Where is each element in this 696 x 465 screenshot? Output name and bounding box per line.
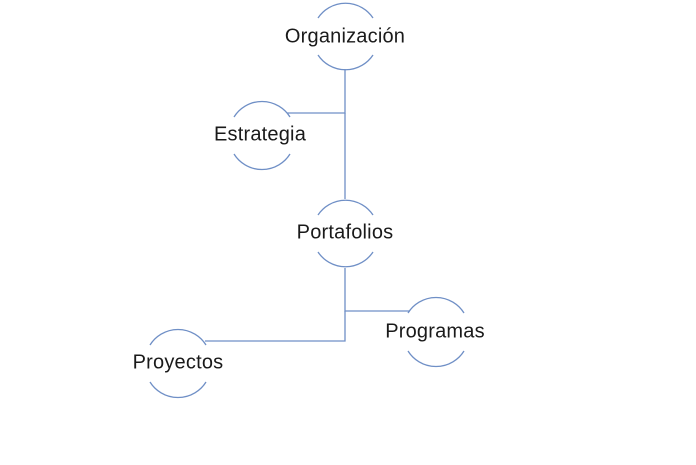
- node-circle-programas: [407, 296, 465, 368]
- node-circle-portafolios: [317, 199, 374, 268]
- connector-organizacion-estrategia: [287, 69, 346, 114]
- node-label-estrategia: Estrategia: [213, 123, 307, 146]
- node-circle-estrategia: [233, 100, 291, 171]
- node-label-proyectos: Proyectos: [132, 351, 224, 374]
- node-label-portafolios: Portafolios: [296, 221, 394, 244]
- connector-portafolios-programas: [344, 268, 410, 312]
- node-label-organizacion: Organización: [284, 25, 406, 48]
- node-label-programas: Programas: [385, 320, 485, 343]
- connector-portafolios-proyectos: [205, 311, 346, 342]
- node-circle-proyectos: [149, 328, 207, 399]
